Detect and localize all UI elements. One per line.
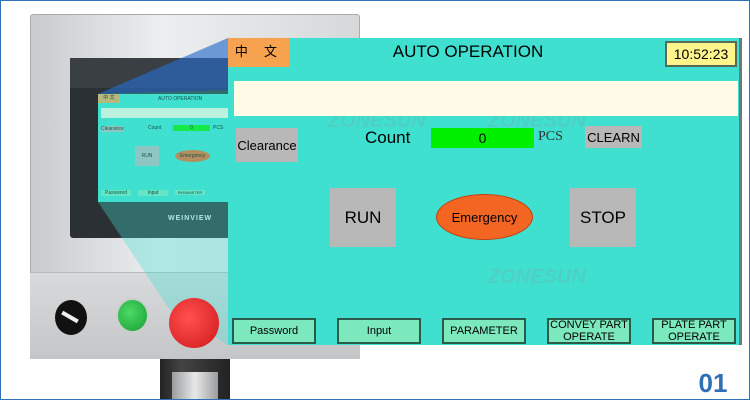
mini-hmi-screen: 中 文 AUTO OPERATION Clearance Count 0 PCS… (98, 94, 238, 202)
mini-clearance: Clearance (101, 126, 124, 132)
page-number: 01 (680, 364, 746, 400)
count-label: Count (365, 128, 411, 147)
count-unit: PCS (538, 129, 563, 144)
mini-pcs: PCS (213, 125, 224, 131)
mini-lang: 中 文 (98, 94, 120, 103)
stop-button[interactable]: STOP (570, 188, 636, 247)
nav-convey-part-operate[interactable]: CONVEY PART OPERATE (547, 318, 631, 344)
mini-run: RUN (135, 146, 159, 166)
start-pushbutton (116, 298, 149, 333)
hmi-brand-logo: WEINVIEW (168, 215, 213, 222)
hmi-screen-enlarged: ZONESUN ZONESUN ZONESUN 中 文 AUTO OPERATI… (228, 38, 742, 345)
mini-title: AUTO OPERATION (158, 96, 203, 102)
count-value: 0 (431, 128, 534, 148)
screen-title: AUTO OPERATION (392, 42, 544, 61)
run-button[interactable]: RUN (330, 188, 396, 247)
nav-input[interactable]: Input (337, 318, 421, 344)
clock-display: 10:52:23 (665, 41, 737, 67)
nav-parameter[interactable]: PARAMETER (442, 318, 526, 344)
nav-plate-part-operate[interactable]: PLATE PART OPERATE (652, 318, 736, 344)
mini-password: Password (101, 190, 131, 196)
emergency-stop-button (169, 298, 219, 348)
watermark: ZONESUN (488, 266, 586, 288)
mini-emergency: Emergency (175, 150, 210, 162)
language-button[interactable]: 中 文 (228, 38, 290, 67)
mount-pole-shaft (172, 372, 218, 400)
mini-input: Input (138, 190, 168, 196)
clearance-button[interactable]: Clearance (236, 128, 298, 162)
mini-message (101, 108, 235, 118)
selector-switch (55, 300, 87, 335)
mini-count-value: 0 (173, 125, 210, 131)
mini-count: Count (148, 125, 162, 131)
bezel-top (70, 58, 245, 88)
clear-count-button[interactable]: CLEARN (585, 126, 642, 148)
emergency-button[interactable]: Emergency (436, 194, 533, 240)
mini-parameter: PARAMETER (175, 190, 205, 195)
nav-password[interactable]: Password (232, 318, 316, 344)
message-bar (234, 81, 738, 116)
